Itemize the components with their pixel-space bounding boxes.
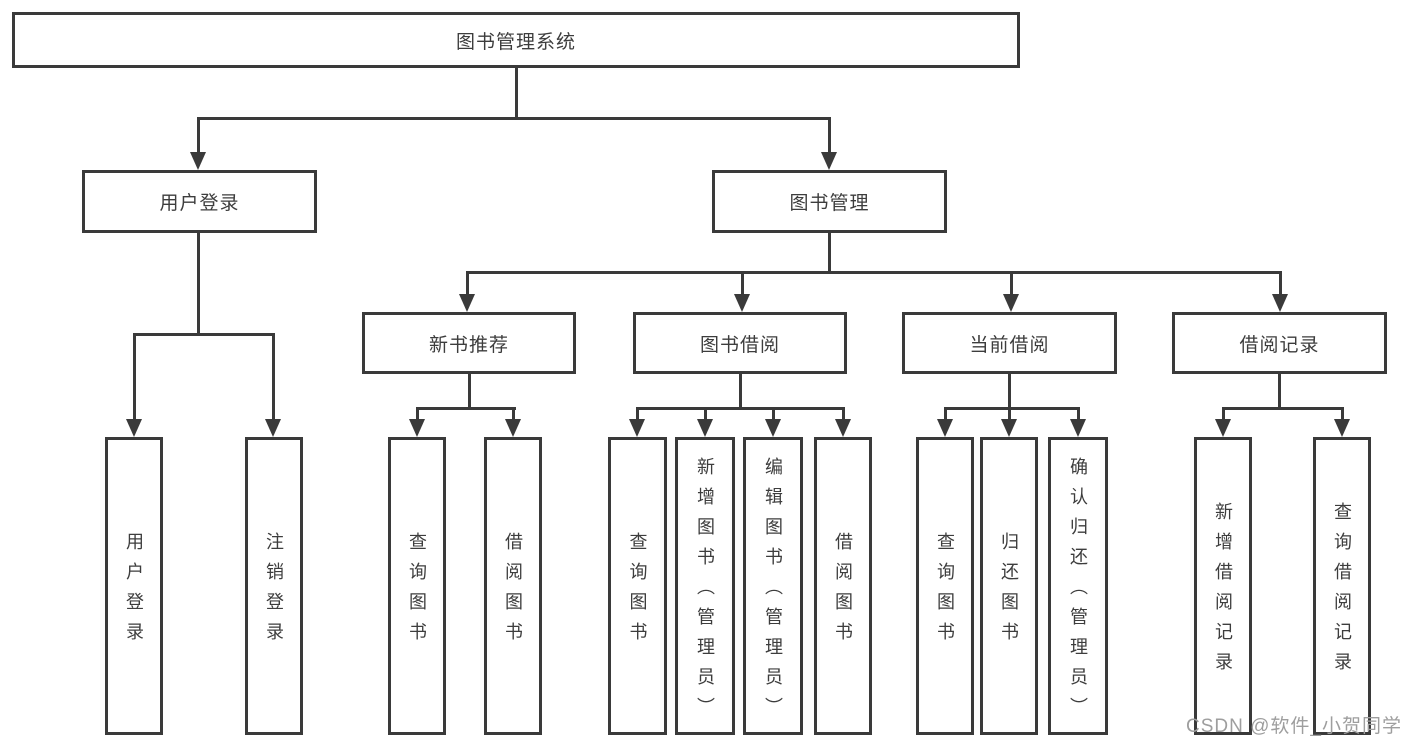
arrow-down-icon [1215, 419, 1231, 437]
node-new-book-recommend: 新书推荐 [362, 312, 576, 374]
node-book-management: 图书管理 [712, 170, 947, 233]
arrow-down-icon [1334, 419, 1350, 437]
connector-root-stem [515, 66, 518, 119]
connector-records-l2 [1341, 407, 1344, 423]
leaf-user-login: 用户登录 [105, 437, 163, 735]
node-label: 归还图书 [999, 532, 1019, 652]
leaf-current-confirm-return-admin: 确认归还（管理员） [1048, 437, 1108, 735]
node-label: 借阅记录 [1239, 334, 1320, 356]
leaf-records-query-record: 查询借阅记录 [1313, 437, 1371, 735]
connector-mgmt-stem [828, 231, 831, 273]
node-label: 图书管理系统 [455, 31, 576, 53]
leaf-current-query-books: 查询图书 [916, 437, 974, 735]
arrow-down-icon [459, 294, 475, 312]
leaf-recommend-query-books: 查询图书 [388, 437, 446, 735]
node-label: 当前借阅 [969, 334, 1050, 356]
connector-mgmt-hline [466, 271, 1282, 274]
arrow-down-icon [734, 294, 750, 312]
csdn-watermark: CSDN @软件_小贺同学 [1186, 716, 1402, 737]
node-label: 编辑图书（管理员） [763, 457, 783, 727]
connector-borrow-stem [739, 372, 742, 410]
node-label: 图书借阅 [699, 334, 780, 356]
connector-records-hline [1222, 407, 1344, 410]
connector-mgmt-c2 [741, 271, 744, 297]
connector-login-leaf2 [272, 333, 275, 421]
node-label: 用户登录 [159, 193, 240, 214]
connector-root-hline [197, 117, 831, 120]
arrow-down-icon [265, 419, 281, 437]
connector-to-login-stem [197, 117, 200, 154]
node-book-borrow: 图书借阅 [633, 312, 847, 374]
node-label: 借阅图书 [503, 532, 523, 652]
node-label: 查询借阅记录 [1332, 502, 1352, 682]
arrow-down-icon [1070, 419, 1086, 437]
connector-current-l3 [1077, 407, 1080, 423]
connector-borrow-hline [636, 407, 844, 410]
connector-records-stem [1278, 372, 1281, 410]
node-label: 查询图书 [407, 532, 427, 652]
connector-current-l2 [1008, 407, 1011, 423]
leaf-borrow-edit-books-admin: 编辑图书（管理员） [743, 437, 803, 735]
leaf-borrow-add-books-admin: 新增图书（管理员） [675, 437, 735, 735]
connector-borrow-l3 [772, 407, 775, 423]
node-borrow-records: 借阅记录 [1172, 312, 1387, 374]
node-label: 注销登录 [264, 532, 284, 652]
connector-recommend-stem [468, 372, 471, 410]
connector-recommend-l1 [416, 407, 419, 423]
node-label: 新增借阅记录 [1213, 502, 1233, 682]
node-label: 新增图书（管理员） [695, 457, 715, 727]
arrow-down-icon [821, 152, 837, 170]
node-library-system: 图书管理系统 [12, 12, 1020, 68]
arrow-down-icon [629, 419, 645, 437]
node-user-login: 用户登录 [82, 170, 317, 233]
leaf-borrow-borrow-books: 借阅图书 [814, 437, 872, 735]
arrow-down-icon [835, 419, 851, 437]
node-label: 新书推荐 [428, 334, 509, 356]
arrow-down-icon [1003, 294, 1019, 312]
connector-borrow-l1 [636, 407, 639, 423]
node-label: 用户登录 [124, 532, 144, 652]
node-label: 确认归还（管理员） [1068, 457, 1088, 727]
arrow-down-icon [505, 419, 521, 437]
connector-mgmt-c4 [1279, 271, 1282, 297]
node-label: 查询图书 [935, 532, 955, 652]
node-label: 图书管理 [789, 193, 870, 214]
arrow-down-icon [697, 419, 713, 437]
connector-recommend-hline [416, 407, 516, 410]
arrow-down-icon [937, 419, 953, 437]
connector-current-hline [944, 407, 1080, 410]
node-current-borrow: 当前借阅 [902, 312, 1117, 374]
connector-mgmt-c1 [466, 271, 469, 297]
connector-borrow-l2 [704, 407, 707, 423]
leaf-records-add-record: 新增借阅记录 [1194, 437, 1252, 735]
node-label: 查询图书 [627, 532, 648, 652]
connector-mgmt-c3 [1010, 271, 1013, 297]
leaf-borrow-query-books: 查询图书 [608, 437, 667, 735]
connector-current-l1 [944, 407, 947, 423]
arrow-down-icon [765, 419, 781, 437]
connector-login-leaf1 [133, 333, 136, 421]
connector-login-stem [197, 231, 200, 335]
connector-records-l1 [1222, 407, 1225, 423]
leaf-recommend-borrow-books: 借阅图书 [484, 437, 542, 735]
leaf-logout: 注销登录 [245, 437, 303, 735]
connector-current-stem [1008, 372, 1011, 410]
arrow-down-icon [1272, 294, 1288, 312]
connector-borrow-l4 [842, 407, 845, 423]
arrow-down-icon [190, 152, 206, 170]
connector-recommend-l2 [512, 407, 515, 423]
leaf-current-return-books: 归还图书 [980, 437, 1038, 735]
connector-login-hline [133, 333, 275, 336]
arrow-down-icon [409, 419, 425, 437]
arrow-down-icon [126, 419, 142, 437]
node-label: 借阅图书 [833, 532, 853, 652]
arrow-down-icon [1001, 419, 1017, 437]
connector-to-mgmt-stem [828, 117, 831, 154]
